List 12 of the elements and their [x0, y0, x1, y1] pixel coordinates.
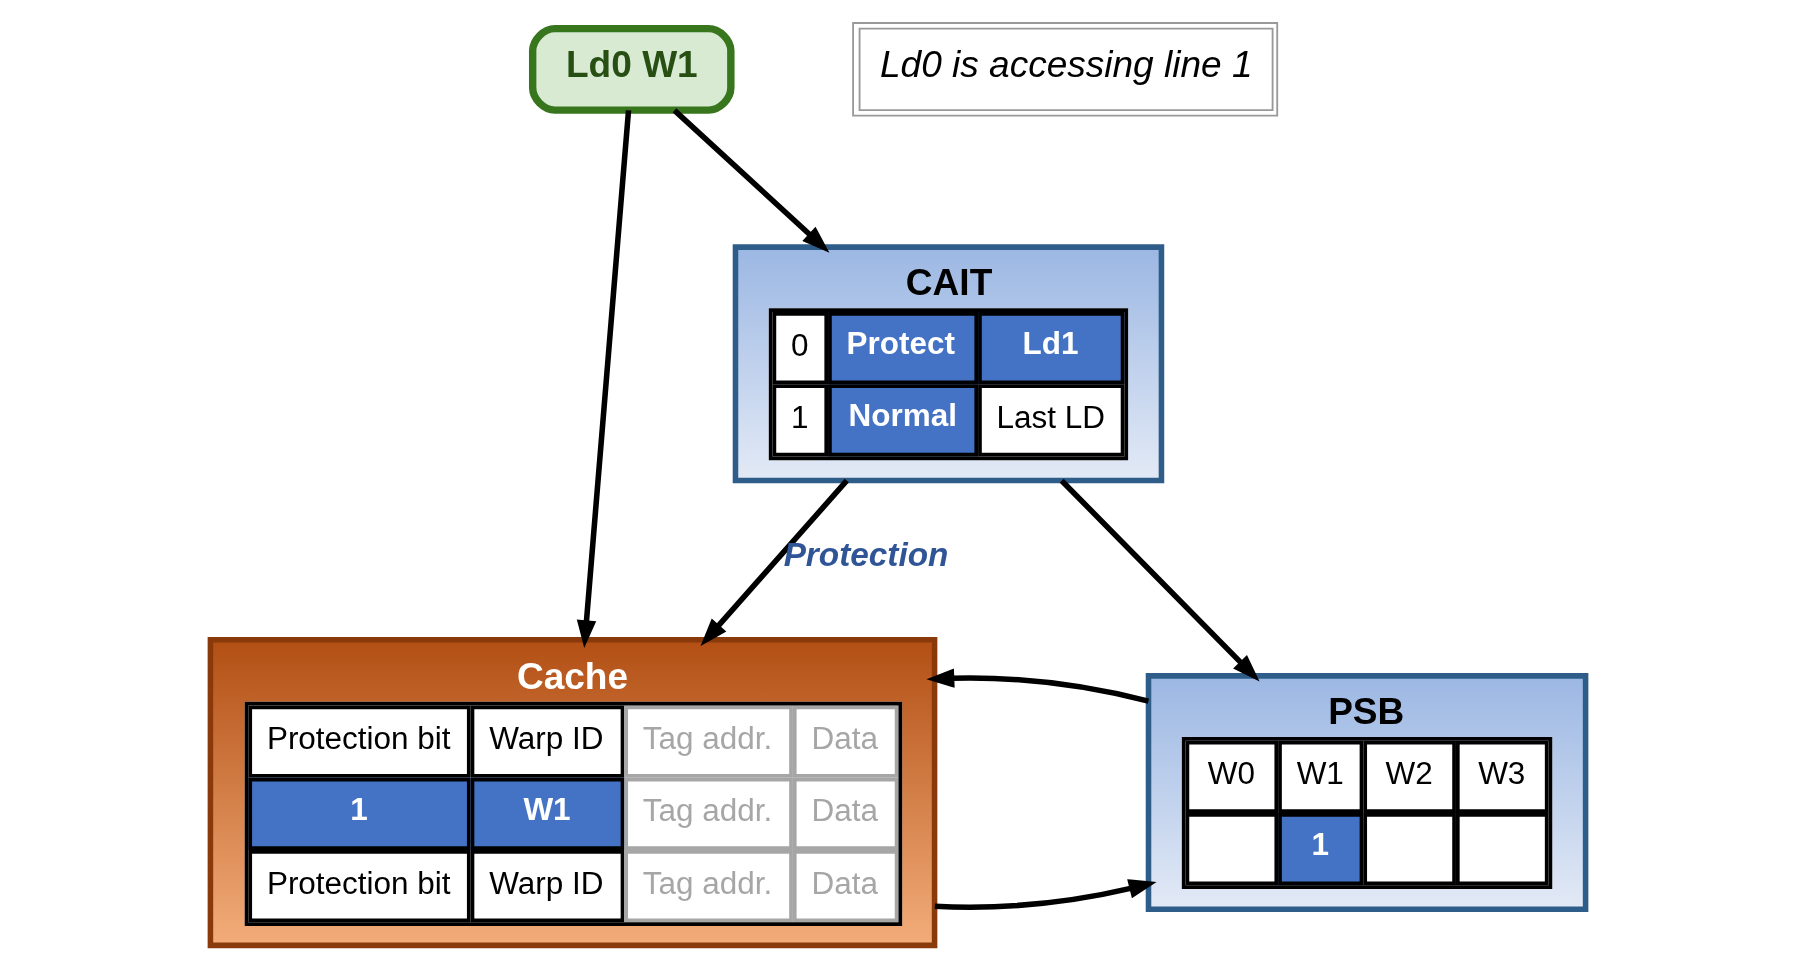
- label: Ld0 is accessing line 1: [879, 42, 1253, 85]
- arrow: [672, 108, 829, 253]
- edge-label: Protection: [783, 536, 948, 574]
- node-box: Cache Protection bit Warp ID Tag addr. Data 1 W1 Tag addr. Data Protection bit Warp ID Tag addr. Data: [207, 637, 937, 949]
- arrow: [700, 478, 849, 646]
- node-box: Ld0 W1: [528, 24, 735, 114]
- arrow: [925, 668, 1149, 704]
- arrow: [576, 110, 631, 649]
- arrow: [934, 879, 1157, 910]
- node-box: PSB W0 W1 W2 W3 1: [1145, 673, 1588, 913]
- node-box: CAIT 0 Protect Ld1 1 Normal Last LD: [732, 244, 1164, 484]
- arrow: [1059, 478, 1260, 682]
